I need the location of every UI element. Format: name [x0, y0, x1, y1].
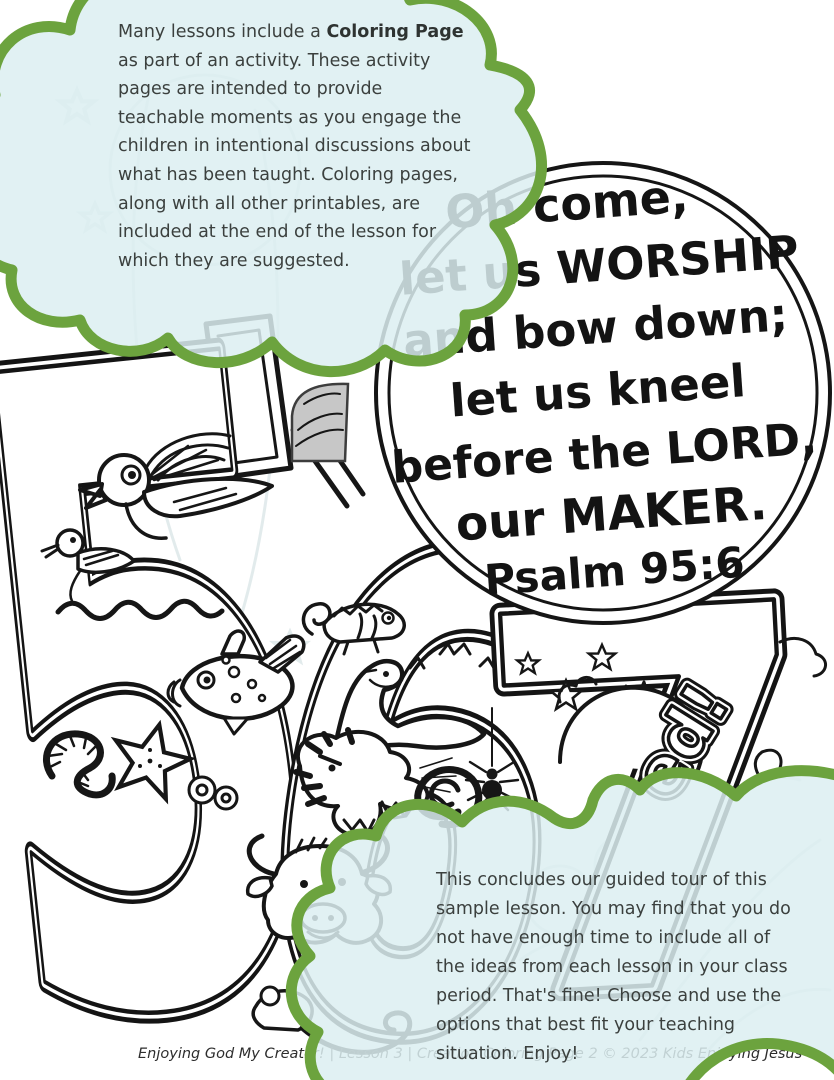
shell-icon: [187, 775, 239, 811]
fish-icon: [166, 629, 306, 736]
bottom-bubble-paragraph: This concludes our guided tour of this s…: [436, 870, 791, 1064]
top-paragraph-start: Many lessons include a: [118, 22, 327, 42]
starfish-icon: [105, 715, 239, 811]
footer-title: Enjoying God My Creator!: [138, 1046, 325, 1062]
top-cloud-bubble: [0, 0, 548, 378]
worm-icon: [43, 730, 116, 799]
bird-icon: [78, 432, 274, 540]
bottom-cloud-bubble: [285, 765, 834, 1080]
top-bubble-paragraph: Many lessons include a Coloring Page as …: [118, 18, 472, 275]
coloring-page-bold: Coloring Page: [326, 22, 464, 42]
chick-icon: [40, 528, 136, 603]
chameleon-icon: [301, 602, 406, 656]
water-wave: [55, 598, 225, 621]
top-paragraph-end: as part of an activity. These activity p…: [118, 50, 471, 271]
